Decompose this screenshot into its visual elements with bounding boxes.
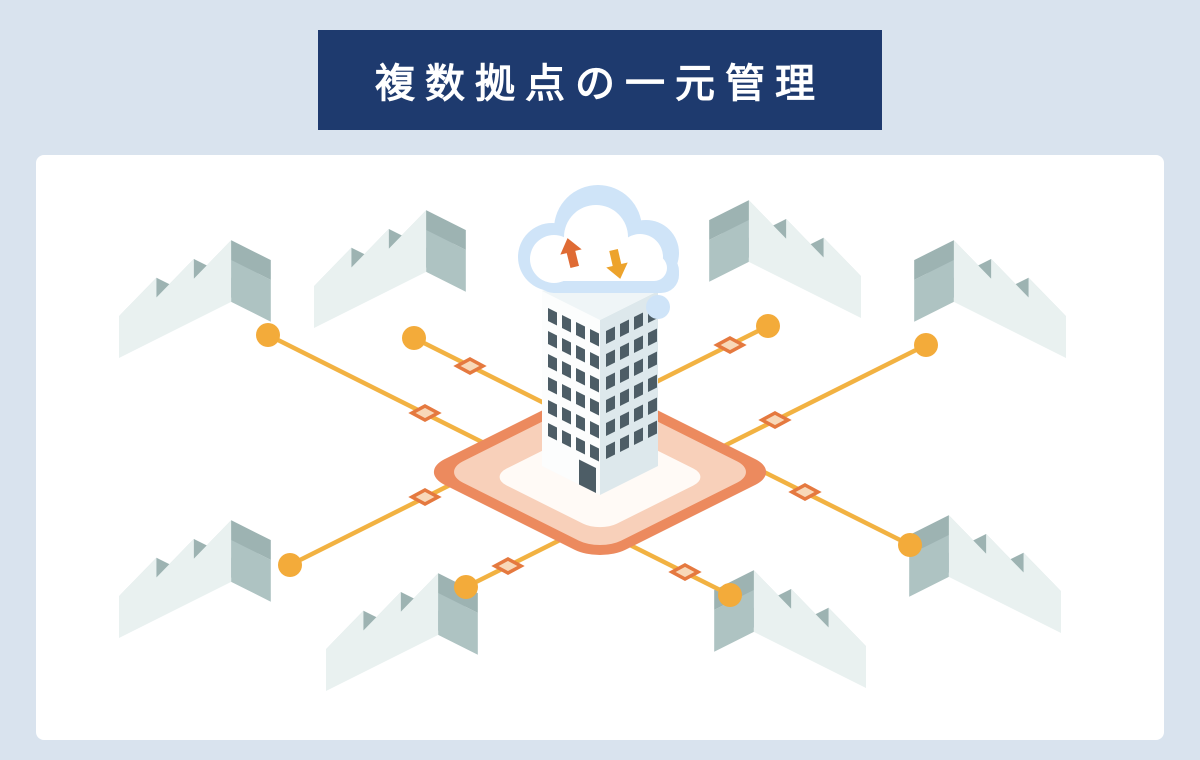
connector-node-diamond <box>453 357 487 375</box>
connector-line <box>412 335 568 417</box>
connector-node-diamond <box>408 404 442 422</box>
content-card <box>36 155 1164 740</box>
connector-node-circle <box>914 333 938 357</box>
headquarters-building-icon <box>542 262 658 495</box>
connector-node-diamond <box>668 563 702 581</box>
cloud-icon <box>518 185 679 319</box>
building-windows-front <box>548 308 599 493</box>
factory-icon <box>314 210 466 328</box>
factory-icon <box>909 515 1061 633</box>
connector-node-circle <box>756 314 780 338</box>
connector-node-diamond <box>788 483 822 501</box>
cloud-puff <box>646 295 670 319</box>
connector-node-circle <box>402 326 426 350</box>
cloud-highlight-base <box>542 255 667 281</box>
connector-nodes <box>256 314 938 607</box>
diagram-canvas <box>119 185 1066 691</box>
factory-icon <box>119 240 271 358</box>
connector-node-diamond <box>408 488 442 506</box>
building-door <box>579 459 596 493</box>
connector-node-circle <box>256 323 280 347</box>
connector-node-diamond <box>713 336 747 354</box>
connector-node-circle <box>278 553 302 577</box>
connector-line <box>614 535 732 598</box>
connector-node-circle <box>454 575 478 599</box>
cloud-highlight <box>530 205 667 283</box>
connector-node-diamond <box>758 411 792 429</box>
factory-icon <box>119 520 271 638</box>
factory-icon <box>709 200 861 318</box>
connector-node-circle <box>898 533 922 557</box>
connector-node-diamond <box>491 557 525 575</box>
title-banner: 複数拠点の一元管理 <box>318 30 882 130</box>
page-title: 複数拠点の一元管理 <box>375 62 825 106</box>
connector-node-circle <box>718 583 742 607</box>
